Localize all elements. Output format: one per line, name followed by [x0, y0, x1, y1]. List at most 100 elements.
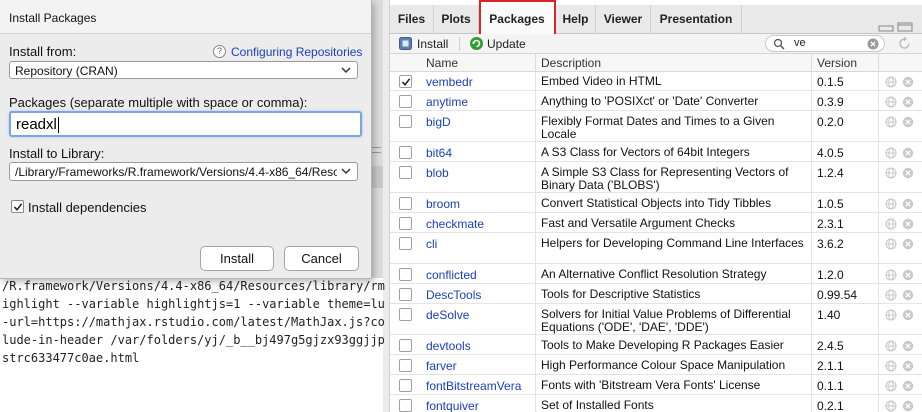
- package-search-box[interactable]: ve: [765, 35, 885, 52]
- package-name-link[interactable]: fontBitstreamVera: [426, 379, 522, 393]
- remove-package-icon[interactable]: [902, 147, 914, 159]
- remove-package-icon[interactable]: [902, 238, 914, 250]
- package-name-link[interactable]: fontquiver: [426, 399, 479, 412]
- remove-package-icon[interactable]: [902, 400, 914, 412]
- package-loaded-checkbox[interactable]: [399, 308, 412, 321]
- column-header-name[interactable]: Name: [426, 56, 459, 70]
- globe-icon[interactable]: [885, 218, 897, 230]
- remove-package-icon[interactable]: [902, 360, 914, 372]
- update-toolbar-button[interactable]: Update: [487, 37, 526, 51]
- clear-search-icon[interactable]: [867, 38, 879, 50]
- remove-package-icon[interactable]: [902, 309, 914, 321]
- install-dependencies-checkbox[interactable]: [11, 200, 24, 213]
- tab-presentation[interactable]: Presentation: [651, 5, 742, 34]
- remove-package-icon[interactable]: [902, 380, 914, 392]
- globe-icon[interactable]: [885, 198, 897, 210]
- maximize-pane-icon[interactable]: [897, 22, 913, 32]
- globe-icon[interactable]: [885, 360, 897, 372]
- tab-files[interactable]: Files: [390, 5, 434, 34]
- remove-package-icon[interactable]: [902, 96, 914, 108]
- refresh-icon[interactable]: [896, 35, 913, 52]
- package-name-link[interactable]: devtools: [426, 339, 471, 353]
- install-package-icon[interactable]: [399, 37, 412, 50]
- globe-icon[interactable]: [885, 76, 897, 88]
- package-loaded-checkbox[interactable]: [399, 237, 412, 250]
- install-button[interactable]: Install: [200, 246, 274, 271]
- install-from-select[interactable]: Repository (CRAN): [9, 61, 358, 79]
- globe-icon[interactable]: [885, 289, 897, 301]
- package-name-link[interactable]: vembedr: [426, 75, 473, 89]
- package-name-link[interactable]: broom: [426, 197, 461, 211]
- globe-icon[interactable]: [885, 96, 897, 108]
- package-loaded-checkbox[interactable]: [399, 339, 412, 352]
- globe-icon[interactable]: [885, 309, 897, 321]
- remove-package-icon[interactable]: [902, 116, 914, 128]
- remove-package-icon[interactable]: [902, 167, 914, 179]
- update-icon[interactable]: [469, 36, 484, 51]
- package-loaded-checkbox[interactable]: [399, 268, 412, 281]
- remove-package-icon[interactable]: [902, 198, 914, 210]
- package-name-link[interactable]: bit64: [426, 146, 453, 160]
- package-name-link[interactable]: cli: [426, 237, 438, 251]
- globe-icon[interactable]: [885, 238, 897, 250]
- column-header-description[interactable]: Description: [541, 56, 602, 70]
- package-loaded-checkbox[interactable]: [399, 115, 412, 128]
- tab-plots[interactable]: Plots: [434, 5, 479, 34]
- dialog-title-bar[interactable]: Install Packages: [0, 0, 371, 34]
- package-loaded-checkbox[interactable]: [399, 146, 412, 159]
- package-name-link[interactable]: deSolve: [426, 308, 470, 322]
- globe-icon[interactable]: [885, 400, 897, 412]
- globe-icon[interactable]: [885, 380, 897, 392]
- package-loaded-checkbox[interactable]: [399, 288, 412, 301]
- package-loaded-checkbox[interactable]: [399, 359, 412, 372]
- package-loaded-checkbox[interactable]: [399, 399, 412, 412]
- install-library-select[interactable]: /Library/Frameworks/R.framework/Versions…: [9, 162, 358, 181]
- package-name-link[interactable]: checkmate: [426, 217, 485, 231]
- minimize-pane-icon[interactable]: [878, 25, 894, 32]
- remove-package-icon[interactable]: [902, 289, 914, 301]
- globe-icon[interactable]: [885, 116, 897, 128]
- package-name-link[interactable]: farver: [426, 359, 457, 373]
- globe-icon[interactable]: [885, 147, 897, 159]
- package-loaded-checkbox[interactable]: [399, 379, 412, 392]
- tab-viewer[interactable]: Viewer: [596, 5, 651, 34]
- collapsed-pane-tab[interactable]: [370, 166, 383, 188]
- cancel-button[interactable]: Cancel: [284, 246, 359, 271]
- package-loaded-checkbox[interactable]: [399, 217, 412, 230]
- package-name-link[interactable]: DescTools: [426, 288, 482, 302]
- package-name-link[interactable]: bigD: [426, 115, 451, 129]
- package-loaded-checkbox[interactable]: [399, 197, 412, 210]
- package-name-link[interactable]: blob: [426, 166, 449, 180]
- package-loaded-checkbox[interactable]: [399, 166, 412, 179]
- configuring-repositories-link[interactable]: Configuring Repositories: [231, 45, 363, 59]
- package-loaded-checkbox[interactable]: [399, 95, 412, 108]
- install-toolbar-button[interactable]: Install: [417, 37, 449, 51]
- globe-icon[interactable]: [885, 167, 897, 179]
- package-name-link[interactable]: anytime: [426, 95, 469, 109]
- help-icon[interactable]: ?: [213, 45, 226, 58]
- globe-icon[interactable]: [885, 269, 897, 281]
- remove-package-icon[interactable]: [902, 269, 914, 281]
- package-loaded-checkbox[interactable]: [399, 75, 412, 88]
- tab-help[interactable]: Help: [556, 5, 596, 34]
- column-header-version[interactable]: Version: [817, 56, 858, 70]
- globe-icon[interactable]: [885, 340, 897, 352]
- remove-package-icon[interactable]: [902, 218, 914, 230]
- remove-package-icon[interactable]: [902, 340, 914, 352]
- packages-input[interactable]: readxl: [9, 111, 362, 137]
- package-name-link[interactable]: conflicted: [426, 268, 477, 282]
